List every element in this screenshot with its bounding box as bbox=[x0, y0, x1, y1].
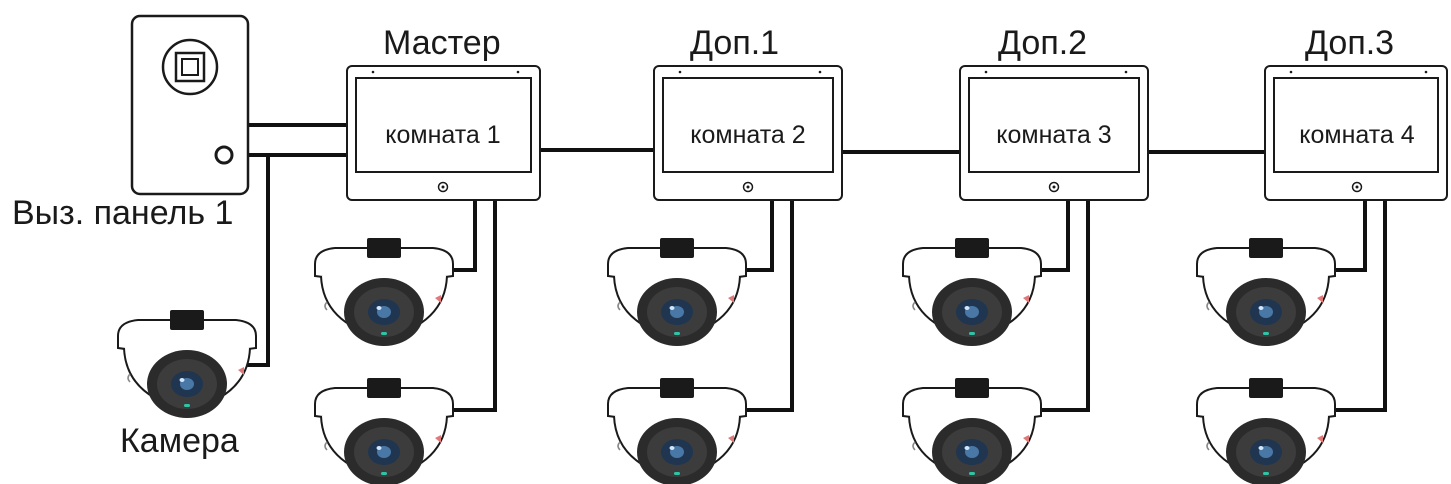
room2-camera-bottom bbox=[607, 377, 747, 484]
monitor-dop1: Доп.1 комната 2 bbox=[653, 24, 843, 201]
call-panel bbox=[130, 14, 250, 196]
dome-camera-icon bbox=[1196, 377, 1336, 484]
room1-camera-bottom bbox=[314, 377, 454, 484]
room4-camera-bottom bbox=[1196, 377, 1336, 484]
monitor-screen bbox=[662, 77, 834, 173]
dome-camera-icon bbox=[314, 237, 454, 347]
monitor-screen bbox=[968, 77, 1140, 173]
wire-m2-cam-bottom bbox=[740, 200, 794, 412]
wire-m1-cam-top bbox=[445, 200, 477, 272]
monitor-title: Доп.3 bbox=[1305, 24, 1394, 62]
monitor-title: Доп.1 bbox=[690, 24, 779, 62]
room4-camera-top bbox=[1196, 237, 1336, 347]
monitor-title: Доп.2 bbox=[998, 24, 1087, 62]
room1-camera-top bbox=[314, 237, 454, 347]
monitor-screen-text: комната 2 bbox=[690, 121, 805, 149]
room3-camera-top bbox=[902, 237, 1042, 347]
monitor-dop2: Доп.2 комната 3 bbox=[959, 24, 1149, 201]
camera-label: Камера bbox=[120, 422, 239, 460]
dome-camera-icon bbox=[314, 377, 454, 484]
dome-camera-icon bbox=[902, 237, 1042, 347]
monitor-screen-text: комната 4 bbox=[1299, 121, 1414, 149]
dome-camera-icon bbox=[902, 377, 1042, 484]
wires bbox=[228, 123, 1387, 412]
dome-camera-icon bbox=[607, 377, 747, 484]
monitor-master: Мастер комната 1 bbox=[346, 24, 541, 201]
monitor-screen-text: комната 3 bbox=[996, 121, 1111, 149]
dome-camera-icon bbox=[607, 237, 747, 347]
dome-camera-icon bbox=[1196, 237, 1336, 347]
room2-camera-top bbox=[607, 237, 747, 347]
wire-m3-cam-top bbox=[1035, 200, 1070, 272]
call-button-icon bbox=[214, 145, 234, 165]
dome-camera-icon bbox=[117, 309, 257, 419]
wire-m4-cam-top bbox=[1330, 200, 1367, 272]
room3-camera-bottom bbox=[902, 377, 1042, 484]
camera-main bbox=[117, 309, 257, 419]
wire-m3-cam-bottom bbox=[1035, 200, 1090, 412]
call-panel-label: Выз. панель 1 bbox=[12, 194, 233, 232]
wire-m4-cam-bottom bbox=[1330, 200, 1387, 412]
monitor-title: Мастер bbox=[383, 24, 501, 62]
monitor-dop3: Доп.3 комната 4 bbox=[1264, 24, 1448, 201]
monitor-screen bbox=[355, 77, 532, 173]
monitor-screen bbox=[1273, 77, 1439, 173]
wire-m1-cam-bottom bbox=[445, 200, 497, 412]
wire-m2-cam-top bbox=[740, 200, 774, 272]
monitor-screen-text: комната 1 bbox=[385, 121, 500, 149]
